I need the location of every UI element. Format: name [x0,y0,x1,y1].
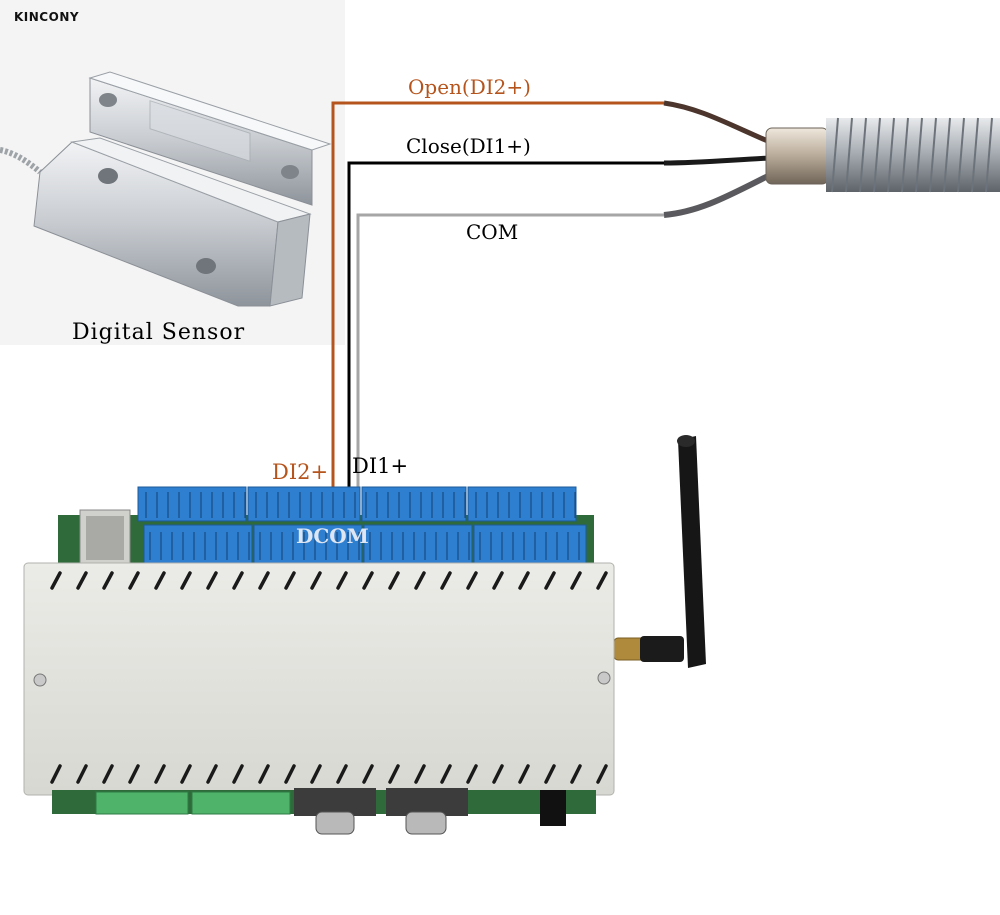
open-wire-label: Open(DI2+) [408,75,531,99]
close-wire-label: Close(DI1+) [406,134,531,158]
armored-cable-leads [663,100,1000,218]
com-wire [356,213,664,550]
com-wire-label: COM [466,220,519,244]
terminal-blocks [137,486,587,564]
brand-logo: KINCONY [14,10,80,24]
di1-terminal-label: DI1+ [352,454,409,478]
dcom-terminal-label: DCOM [296,524,369,548]
relay-controller-board [23,486,615,835]
magnetic-sensor-illustration [0,71,332,307]
close-wire-di1 [347,161,664,490]
sensor-caption: Digital Sensor [72,320,246,345]
wifi-antenna-icon [613,435,706,668]
di2-terminal-label: DI2+ [272,460,329,484]
open-wire-di2 [331,101,664,490]
sensor-armored-cable [0,147,42,175]
